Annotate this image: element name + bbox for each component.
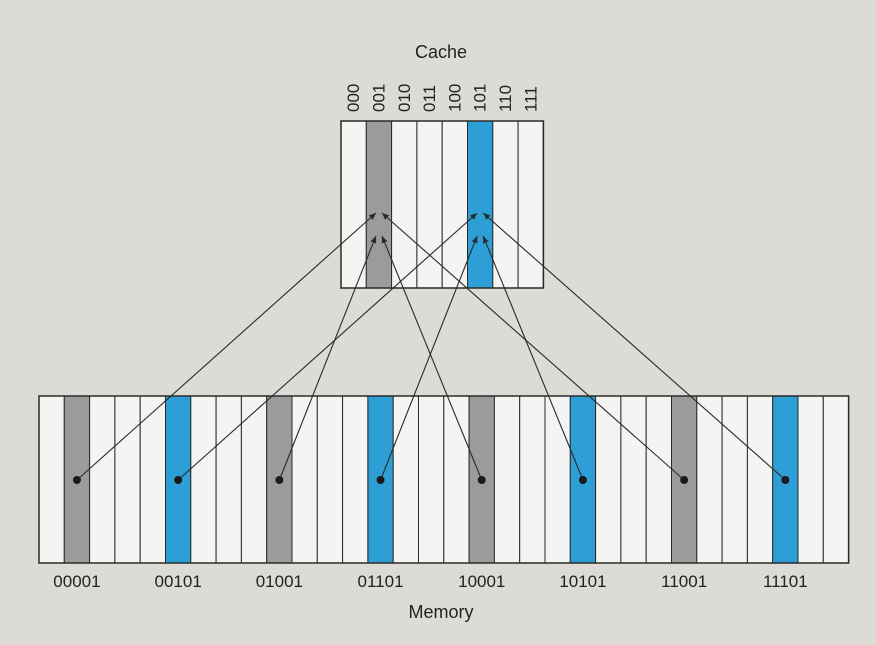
memory-cell (519, 395, 546, 564)
memory-block-labels: 00001 00101 01001 01101 10001 10101 11001 11101 (53, 572, 807, 591)
memory-cell (746, 395, 774, 564)
cache-line-label: 000 (344, 84, 363, 112)
cache-line-100 (441, 120, 469, 289)
mapping-dot-00001 (72, 476, 81, 484)
memory-cell (721, 395, 748, 564)
memory-box (38, 395, 850, 564)
memory-cell (595, 395, 622, 564)
cache-line-label: 111 (521, 86, 540, 112)
memory-cell (114, 395, 141, 564)
mapping-dot-00101 (174, 476, 183, 484)
cache-line-010 (391, 120, 418, 289)
mapping-arrow-01101 (380, 235, 478, 481)
memory-block-label: 01101 (358, 572, 404, 591)
mapping-arrow-10101 (482, 235, 584, 481)
memory-cell (291, 395, 318, 564)
mapping-arrow-00001 (76, 212, 377, 481)
memory-cell (822, 395, 850, 564)
mapping-arrow-10001 (381, 235, 483, 481)
memory-block-label: 01001 (256, 572, 303, 591)
cache-line-011 (416, 120, 443, 289)
memory-cell (240, 395, 268, 564)
cache-line-label: 011 (420, 85, 439, 112)
cache-line-001 (365, 120, 393, 289)
memory-cell (392, 395, 420, 564)
memory-title: Memory (408, 602, 473, 622)
memory-cell (696, 395, 723, 564)
cache-line-101 (467, 120, 494, 289)
memory-cell (797, 395, 824, 564)
memory-cell (139, 395, 166, 564)
memory-cell (418, 395, 445, 564)
memory-border (38, 395, 850, 564)
mapping-arrow-01001 (278, 235, 377, 481)
memory-cell (215, 395, 242, 564)
cache-line-labels: 000 001 010 011 100 101 110 111 (344, 84, 540, 112)
memory-cell (316, 395, 344, 564)
cache-title: Cache (415, 42, 467, 62)
memory-block-label: 10101 (559, 572, 606, 591)
memory-block-label: 00001 (53, 572, 100, 591)
cache-line-label: 110 (496, 85, 515, 112)
mapping-dot-11001 (680, 476, 689, 484)
memory-cell (342, 395, 369, 564)
mapping-dot-10001 (477, 476, 486, 484)
cache-line-111 (517, 120, 544, 289)
cache-line-label: 001 (369, 84, 388, 112)
cache-line-000 (340, 120, 367, 289)
memory-block-label: 10001 (458, 572, 505, 591)
mapping-arrow-11101 (482, 212, 786, 481)
cache-border (340, 120, 545, 289)
mapping-arrow-00101 (177, 212, 478, 481)
cache-line-label: 101 (471, 84, 490, 112)
memory-cell (38, 395, 65, 564)
mapping-dot-01001 (275, 476, 284, 484)
memory-cell (620, 395, 647, 564)
memory-cell (190, 395, 217, 564)
cache-line-label: 010 (395, 84, 414, 112)
memory-cell (544, 395, 571, 564)
mapping-arrow-11001 (381, 212, 685, 481)
cache-line-110 (492, 120, 519, 289)
memory-cell (645, 395, 673, 564)
mapping-dot-11101 (781, 476, 790, 484)
memory-cell (443, 395, 470, 564)
memory-cell (493, 395, 521, 564)
memory-cell (89, 395, 116, 564)
memory-block-label: 00101 (155, 572, 202, 591)
memory-block-label: 11001 (661, 572, 707, 591)
mapping-dot-01101 (376, 476, 385, 484)
mapping-dot-10101 (578, 476, 587, 484)
cache-line-label: 100 (445, 84, 464, 112)
memory-block-label: 11101 (763, 572, 808, 591)
mapping-arrows (72, 212, 790, 484)
cache-box (340, 120, 545, 289)
